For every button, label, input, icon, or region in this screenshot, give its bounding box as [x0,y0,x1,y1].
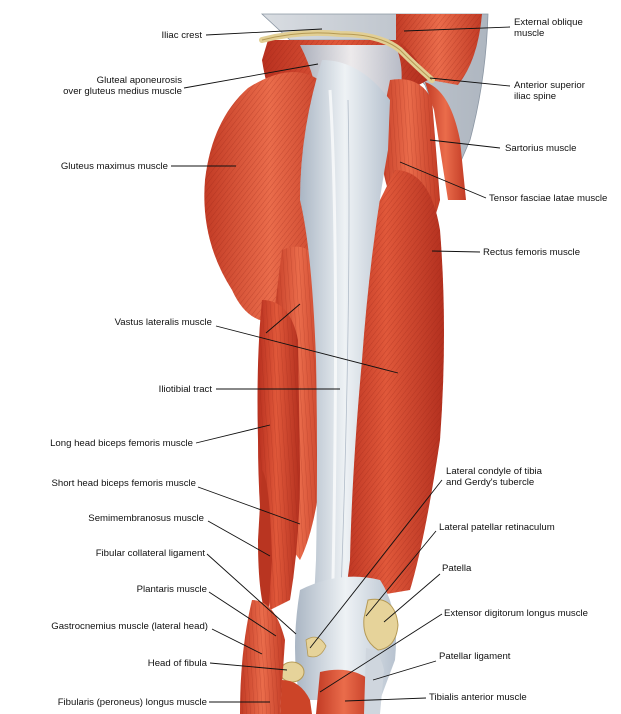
label-fibular-collateral: Fibular collateral ligament [95,548,205,559]
label-asis-line1: Anterior superior [514,80,585,91]
label-external-oblique: External oblique muscle [514,17,583,39]
leader-rectus-femoris [431,250,481,253]
leader-head-of-fibula [209,662,288,671]
leader-vastus-lateralis-b [265,303,301,334]
label-lateral-condyle: Lateral condyle of tibia and Gerdy's tub… [446,466,542,488]
label-lateral-condyle-line1: Lateral condyle of tibia [446,466,542,477]
leader-short-head-biceps [197,486,301,525]
label-asis: Anterior superior iliac spine [514,80,585,102]
label-semimembranosus: Semimembranosus muscle [88,513,204,524]
head-of-fibula-bone [279,661,305,683]
leader-patellar-ligament [372,660,437,681]
leader-long-head-biceps [195,424,271,444]
leader-vastus-lateralis-a [215,325,399,374]
label-sartorius: Sartorius muscle [505,143,577,154]
patellar-ligament [364,648,384,714]
leader-tibialis-anterior [344,697,427,702]
leader-lateral-condyle [309,479,443,649]
leader-semimembranosus [207,520,271,557]
leader-sartorius [429,139,501,149]
leader-plantaris [208,591,277,637]
label-patella: Patella [442,563,472,574]
label-rectus-femoris: Rectus femoris muscle [483,247,581,258]
label-gastrocnemius: Gastrocnemius muscle (lateral head) [51,621,208,632]
label-head-of-fibula: Head of fibula [147,658,207,669]
label-lateral-patellar-retinaculum: Lateral patellar retinaculum [439,522,555,533]
label-gluteus-maximus: Gluteus maximus muscle [60,161,168,172]
label-patellar-ligament: Patellar ligament [439,651,511,662]
leader-extensor-digitorum [319,613,443,693]
label-tibialis-anterior: Tibialis anterior muscle [429,692,527,703]
label-iliac-crest: Iliac crest [161,30,202,41]
leader-patella [383,573,441,623]
label-extensor-digitorum-longus: Extensor digitorum longus muscle [444,608,588,619]
label-short-head-biceps: Short head biceps femoris muscle [51,478,196,489]
label-external-oblique-line2: muscle [514,28,545,39]
tibialis-anterior-muscle [316,669,372,714]
label-gluteal-aponeurosis-line1: Gluteal aponeurosis [96,75,182,86]
leader-tensor-fasciae-latae [399,161,487,199]
leader-gastrocnemius [211,628,263,655]
patella-bone [363,598,399,651]
label-tensor-fasciae-latae: Tensor fasciae latae muscle [489,193,608,204]
leader-gluteal-aponeurosis [183,63,319,89]
leader-asis [429,77,511,87]
semimembranosus-muscle [258,470,272,620]
label-gluteal-aponeurosis: Gluteal aponeurosis over gluteus medius … [20,75,182,97]
leader-external-oblique [403,26,511,32]
label-gluteal-aponeurosis-line2: over gluteus medius muscle [63,86,182,97]
leader-fibular-collateral [206,553,297,635]
iliotibial-tract [300,60,390,645]
gerdys-tubercle [305,636,327,658]
label-long-head-biceps: Long head biceps femoris muscle [50,438,193,449]
label-asis-line2: iliac spine [514,91,557,102]
leader-lateral-patellar-retinaculum [365,530,437,617]
label-iliotibial-tract: Iliotibial tract [158,384,212,395]
label-plantaris: Plantaris muscle [136,584,207,595]
leader-lines [171,26,511,703]
label-external-oblique-line1: External oblique [514,17,583,28]
label-lateral-condyle-line2: and Gerdy's tubercle [446,477,535,488]
label-vastus-lateralis: Vastus lateralis muscle [114,317,212,328]
sartorius-muscle [425,82,466,200]
fibularis-longus-muscle [280,680,312,714]
leader-iliac-crest [205,28,323,36]
label-fibularis-longus: Fibularis (peroneus) longus muscle [57,697,207,708]
